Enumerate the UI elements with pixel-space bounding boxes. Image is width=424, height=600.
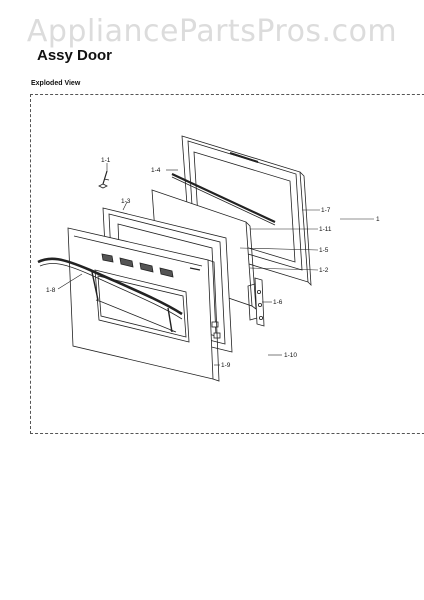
callout-1-9: 1-9 [221,362,231,369]
door-hinge [247,277,265,327]
callout-1-4: 1-4 [151,167,161,174]
callout-1-11: 1-11 [319,226,332,233]
top-bracket [171,173,276,226]
outer-door-panel [67,227,220,382]
callout-1-1: 1-1 [101,157,111,164]
callout-1: 1 [376,216,380,223]
callout-1-7: 1-7 [321,207,331,214]
door-handle [37,257,183,333]
diagram-frame [30,94,424,434]
callout-1-6: 1-6 [273,299,283,306]
callout-1-8: 1-8 [46,287,56,294]
page-title: Assy Door [37,47,113,64]
callout-1-10: 1-10 [284,352,297,359]
exploded-view-label: Exploded View [31,80,81,87]
callout-1-2: 1-2 [319,267,329,274]
callout-1-3: 1-3 [121,198,131,205]
watermark-text: AppliancePartsPros.com [26,14,398,49]
callout-1-5: 1-5 [319,247,329,254]
screw-part [98,170,110,189]
leader-lines [57,163,374,366]
